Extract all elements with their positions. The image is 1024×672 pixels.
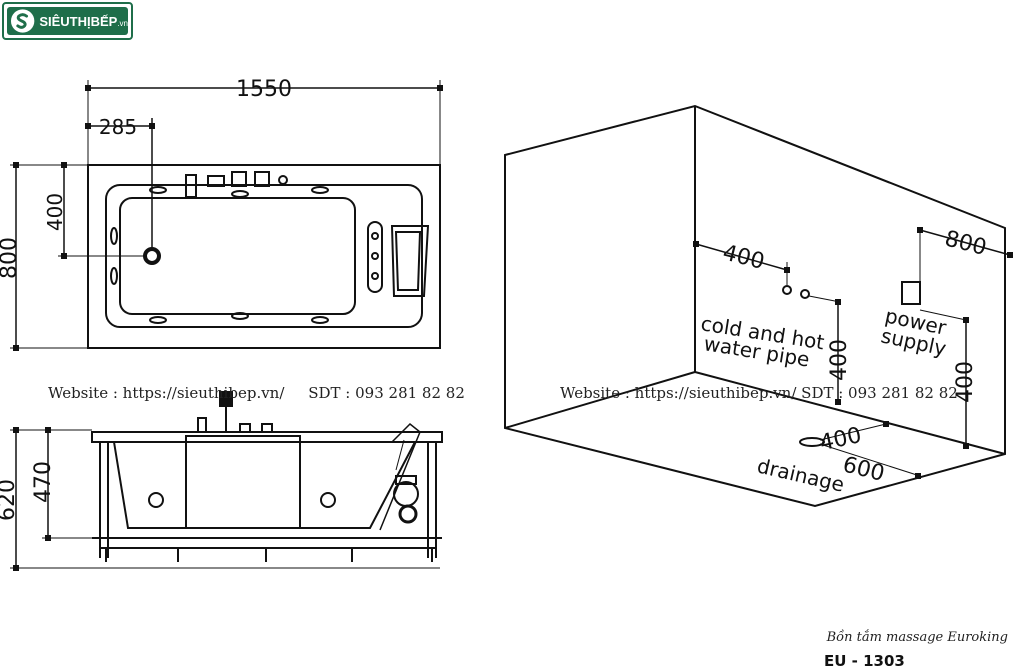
drainage-label: drainage (755, 453, 847, 496)
logo-s-icon (10, 9, 35, 33)
dim-power-height: 400 (953, 361, 978, 403)
watermark-right: Website : https://sieuthibep.vn/ SDT : 0… (560, 384, 958, 402)
cold-pipe (782, 285, 792, 295)
dim-width: 800 (0, 237, 22, 279)
side-jet (148, 492, 164, 508)
control-knob (231, 171, 247, 187)
jet-column (367, 221, 383, 293)
headrest (390, 225, 430, 297)
dim-drain-height: 400 (43, 193, 67, 231)
dim-drain-y: 600 (840, 452, 887, 486)
drain-outlet (799, 437, 825, 447)
room-outline (504, 104, 1006, 508)
tub-basin (119, 197, 356, 315)
hot-pipe (800, 289, 810, 299)
dim-length: 1550 (236, 77, 292, 102)
control-knob (254, 171, 270, 187)
access-panel (185, 435, 301, 529)
dim-pipe-height: 400 (827, 339, 852, 381)
logo-inner: SIÊUTHỊBẾP.vn (7, 7, 128, 35)
faucet (185, 174, 197, 198)
product-caption: Bồn tắm massage Euroking (826, 630, 1008, 645)
logo[interactable]: SIÊUTHỊBẾP.vn (2, 2, 133, 40)
dim-drain-offset: 285 (99, 115, 137, 139)
power-socket (901, 281, 921, 305)
drain (143, 247, 161, 265)
dim-pipe-offset: 400 (720, 240, 767, 274)
top-view (10, 80, 441, 349)
watermark-left: Website : https://sieuthibep.vn/ SDT : 0… (48, 384, 465, 402)
pump-motor (393, 481, 419, 507)
dim-inner-height: 470 (31, 461, 56, 503)
side-view (10, 391, 443, 569)
logo-text: SIÊUTHỊBẾP.vn (39, 13, 128, 29)
room-view (504, 104, 1011, 508)
side-basin (113, 441, 416, 529)
dim-power-offset: 800 (942, 226, 989, 260)
tub-inner-wall (105, 184, 423, 328)
dim-total-height: 620 (0, 479, 20, 521)
dim-drain-x: 400 (818, 423, 864, 456)
side-jet (320, 492, 336, 508)
model-number: EU - 1303 (824, 652, 905, 670)
